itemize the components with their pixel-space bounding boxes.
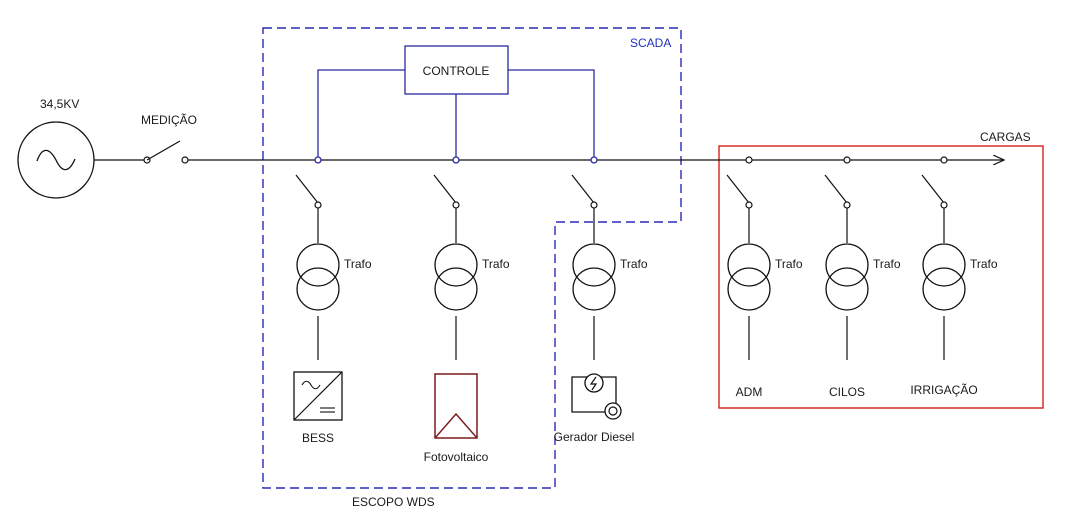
transformer-secondary-icon [727, 267, 771, 311]
feeder-label: Gerador Diesel [554, 430, 635, 444]
feeder-label: Fotovoltaico [424, 450, 489, 464]
breaker-blade [433, 174, 457, 204]
pv-icon [434, 373, 478, 439]
breaker-blade [921, 174, 945, 204]
breaker-contact [314, 201, 322, 209]
transformer-primary-icon [434, 243, 478, 287]
sine-wave-icon [36, 149, 76, 171]
breaker-contact [843, 201, 851, 209]
control-link-diesel [508, 69, 595, 160]
feeder-label: CILOS [829, 385, 865, 399]
loads-label: CARGAS [980, 130, 1031, 144]
feeder-label: ADM [736, 385, 763, 399]
breaker-contact [940, 201, 948, 209]
grid-source: 34,5KV [17, 97, 95, 199]
transformer-primary-icon [727, 243, 771, 287]
transformer-label: Trafo [873, 257, 901, 271]
transformer-secondary-icon [922, 267, 966, 311]
breaker-contact [745, 201, 753, 209]
bus-node [590, 156, 598, 164]
transformer-primary-icon [922, 243, 966, 287]
diesel-generator-icon [571, 373, 622, 420]
bus-node [452, 156, 460, 164]
control-link-bess [317, 69, 405, 160]
metering-label: MEDIÇÃO [141, 113, 197, 127]
transformer-secondary-icon [825, 267, 869, 311]
transformer-label: Trafo [344, 257, 372, 271]
breaker-blade [571, 174, 595, 204]
transformer-primary-icon [825, 243, 869, 287]
transformer-label: Trafo [482, 257, 510, 271]
transformer-secondary-icon [434, 267, 478, 311]
bess-icon [293, 371, 343, 421]
breaker-blade [824, 174, 848, 204]
breaker-contact [590, 201, 598, 209]
bus-node [940, 156, 948, 164]
wds-scope-label: ESCOPO WDS [352, 495, 435, 509]
transformer-secondary-icon [572, 267, 616, 311]
transformer-primary-icon [296, 243, 340, 287]
breaker-blade [726, 174, 750, 204]
bus-node [745, 156, 753, 164]
scada-wds-boundary [262, 27, 682, 489]
bus-node [843, 156, 851, 164]
breaker-blade [295, 174, 319, 204]
transformer-secondary-icon [296, 267, 340, 311]
transformer-label: Trafo [775, 257, 803, 271]
loads-boundary [718, 145, 1044, 409]
feeder-label: BESS [302, 431, 334, 445]
transformer-primary-icon [572, 243, 616, 287]
breaker-contact [452, 201, 460, 209]
metering-switch: MEDIÇÃO [94, 113, 197, 164]
scada-label: SCADA [630, 36, 671, 50]
bus-node [314, 156, 322, 164]
feeder-label: IRRIGAÇÃO [910, 383, 977, 397]
controller-label: CONTROLE [423, 64, 490, 78]
transformer-label: Trafo [620, 257, 648, 271]
transformer-label: Trafo [970, 257, 998, 271]
source-voltage-label: 34,5KV [40, 97, 79, 111]
